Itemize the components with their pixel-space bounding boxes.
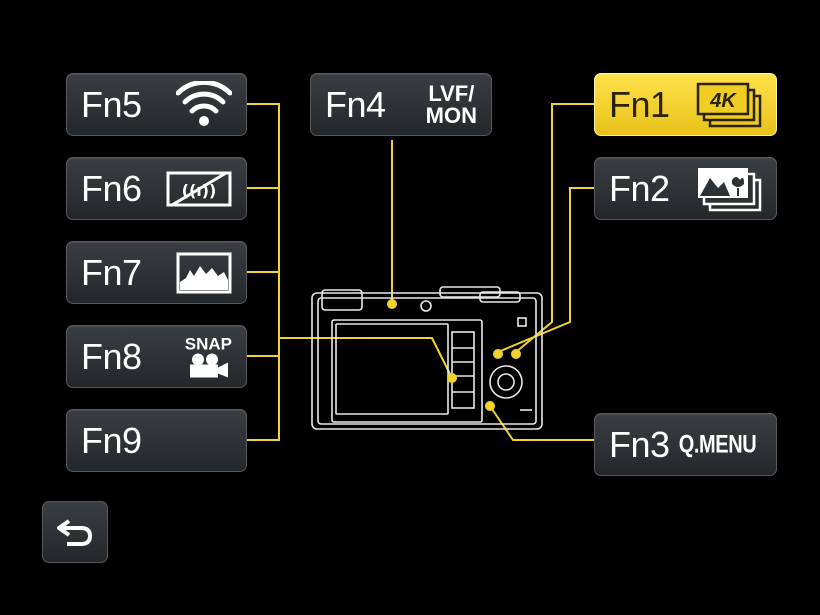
fn5-label: Fn5 — [81, 83, 142, 125]
fn1-label: Fn1 — [609, 83, 670, 125]
4k-text: 4K — [709, 90, 737, 112]
fn3-label: Fn3 — [609, 423, 670, 465]
fn8-button[interactable]: Fn8 SNAP — [66, 325, 247, 388]
fn5-button[interactable]: Fn5 — [66, 73, 247, 136]
qmenu-text: Q.MENU — [678, 430, 757, 458]
fn2-button[interactable]: Fn2 — [594, 157, 777, 220]
fn9-label: Fn9 — [81, 419, 142, 461]
wireless-off-icon: ((ı)) — [166, 169, 232, 209]
qmenu-icon: Q.MENU — [669, 430, 766, 459]
4k-photo-icon: 4K — [696, 82, 762, 128]
fn9-button[interactable]: Fn9 — [66, 409, 247, 472]
fn2-label: Fn2 — [609, 167, 670, 209]
fn7-label: Fn7 — [81, 251, 142, 293]
wifi-icon — [176, 80, 232, 129]
return-arrow-icon — [57, 519, 93, 546]
post-focus-icon — [696, 166, 762, 212]
fn7-button[interactable]: Fn7 — [66, 241, 247, 304]
lvf-mon-icon: LVF/ MON — [425, 80, 477, 128]
fn4-button[interactable]: Fn4 LVF/ MON — [310, 73, 492, 136]
camera-back-diagram-icon — [311, 286, 543, 430]
mon-text: MON — [425, 102, 477, 128]
snap-text: SNAP — [184, 334, 232, 353]
snap-movie-icon: SNAP — [185, 335, 232, 378]
fn4-label: Fn4 — [325, 83, 386, 125]
back-button[interactable] — [42, 501, 108, 563]
fn6-label: Fn6 — [81, 167, 142, 209]
histogram-icon — [176, 252, 232, 294]
fn3-button[interactable]: Fn3 Q.MENU — [594, 413, 777, 476]
fn6-button[interactable]: Fn6 ((ı)) — [66, 157, 247, 220]
fn8-label: Fn8 — [81, 335, 142, 377]
fn1-button[interactable]: Fn1 4K — [594, 73, 777, 136]
lvf-text: LVF/ — [428, 80, 475, 106]
